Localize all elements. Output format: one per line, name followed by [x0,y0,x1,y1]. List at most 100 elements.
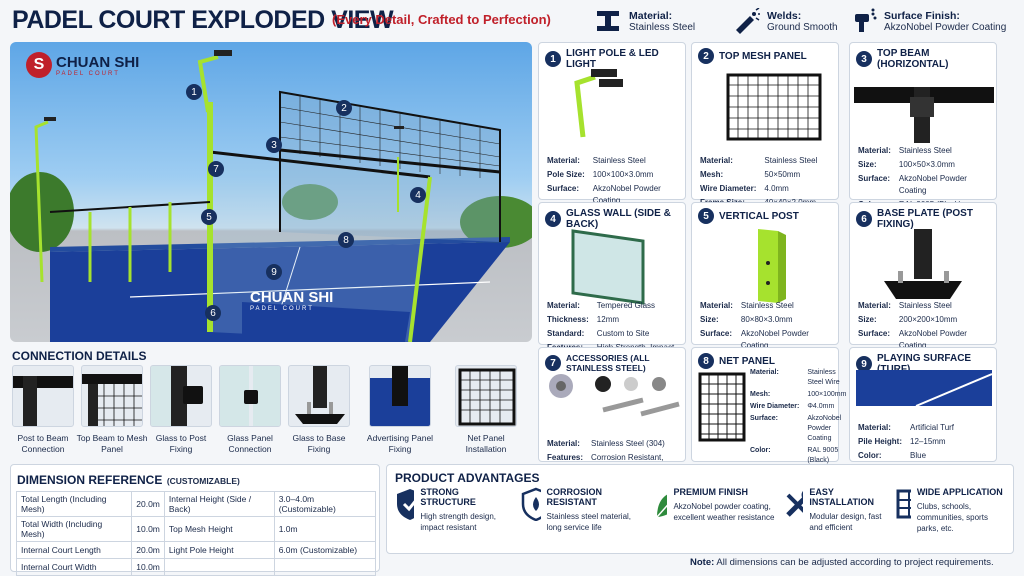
card-title: TOP BEAM (HORIZONTAL) [877,48,949,70]
card-number: 2 [698,48,714,64]
leaf-icon [656,494,668,518]
spec-row: Material:Stainless Steel [858,146,952,155]
spec-row: Color:Blue [858,451,927,460]
card-number: 4 [545,211,561,227]
component-image [698,372,746,442]
card-number: 1 [545,51,561,67]
ad-banner-logo: CHUAN SHI PADEL COURT [250,289,334,312]
connection-label-7: Net Panel Installation [465,433,507,454]
shield-check-icon [397,489,415,520]
callout-9: 9 [266,264,282,280]
spec-row: Pole Size:100×100×3.0mm [547,170,654,179]
logo-mark-icon: S [26,52,52,78]
card-number: 3 [856,51,872,67]
connection-label-2: Top Beam to Mesh Panel [76,433,148,454]
highlight-material: Material:Stainless Steel [593,6,695,36]
card-title: GLASS WALL (SIDE & BACK) [566,208,671,230]
highlight-surface: Surface Finish:AkzoNobel Powder Coating [848,6,1006,36]
card-header: 1 LIGHT POLE & LED LIGHT [539,43,685,75]
spec-row: Color:RAL 9005 (Black) [750,447,839,464]
connection-label-3: Glass to Post Fixing [155,433,207,454]
connection-label-1: Post to Beam Connection [17,433,69,454]
spec-row: Material:Stainless Steel [700,156,818,165]
spec-row: Wire Diameter:4.0mm [700,184,789,193]
component-image [571,229,645,305]
card-title: NET PANEL [719,355,775,367]
connection-label-6: Advertising Panel Fixing [366,433,434,454]
tools-icon [786,490,804,517]
component-image [856,370,992,406]
callout-8: 8 [338,232,354,248]
card-title: LIGHT POLE & LED LIGHT [566,48,659,70]
page-subtitle: (Every Detail, Crafted to Perfection) [332,12,551,27]
building-icon [896,489,911,519]
spec-row: Surface:AkzoNobel Powder Coating [750,415,842,442]
spec-row: Material:Stainless Steel [547,156,646,165]
component-card-1: 1 LIGHT POLE & LED LIGHT Material:Stainles… [538,42,686,233]
footer-note: Note: All dimensions can be adjusted acc… [690,557,994,568]
spec-row: Surface:AkzoNobel Powder Coating [858,329,967,350]
card-number: 7 [545,355,561,371]
component-image [884,229,962,299]
spec-row: Size:200×200×10mm [858,315,958,324]
connection-label-5: Glass to Base Fixing [292,433,346,454]
connection-img-1 [12,365,74,427]
card-header: 2 TOP MESH PANEL [692,43,838,69]
spec-row: Size:100×50×3.0mm [858,160,955,169]
card-number: 5 [698,208,714,224]
spec-row: Material:Artificial Turf [858,423,955,432]
spec-row: Size:80×80×3.0mm [700,315,793,324]
spec-row: Material:Stainless Steel [700,301,794,310]
card-header: 3 TOP BEAM (HORIZONTAL) [850,43,996,75]
card-title: TOP MESH PANEL [719,50,807,62]
component-image [758,229,786,303]
callout-1: 1 [186,84,202,100]
card-header: 4 GLASS WALL (SIDE & BACK) [539,203,685,235]
component-card-3: 3 TOP BEAM (HORIZONTAL) Material:Stainless… [849,42,997,209]
component-image [549,374,680,417]
i-beam-icon [593,6,623,36]
highlight-welds: Welds:Ground Smooth [731,6,838,36]
welding-icon [731,6,761,36]
spec-row: Standard:Custom to Site [547,329,650,338]
connection-img-2 [81,365,143,427]
spec-row: Surface:AkzoNobel Powder Coating [858,174,967,195]
connection-img-4 [219,365,281,427]
card-title: PLAYING SURFACE (TURF) [877,353,972,375]
callout-5: 5 [201,209,217,225]
dimension-reference: DIMENSION REFERENCE (CUSTOMIZABLE) Total… [10,464,380,576]
callout-6: 6 [205,305,221,321]
page-title: PADEL COURT EXPLODED VIEW [12,6,394,34]
component-image [726,73,822,141]
spec-row: Mesh:50×50mm [700,170,801,179]
component-image [854,87,994,143]
card-title: ACCESSORIES (ALL STAINLESS STEEL) [566,353,650,373]
component-image [574,69,623,138]
connection-img-7 [455,365,517,427]
dimension-title: DIMENSION REFERENCE (CUSTOMIZABLE) [17,473,240,487]
card-number: 6 [856,211,872,227]
spec-row: Mesh:100×100mm [750,391,847,398]
connection-img-5 [288,365,350,427]
callout-2: 2 [336,100,352,116]
